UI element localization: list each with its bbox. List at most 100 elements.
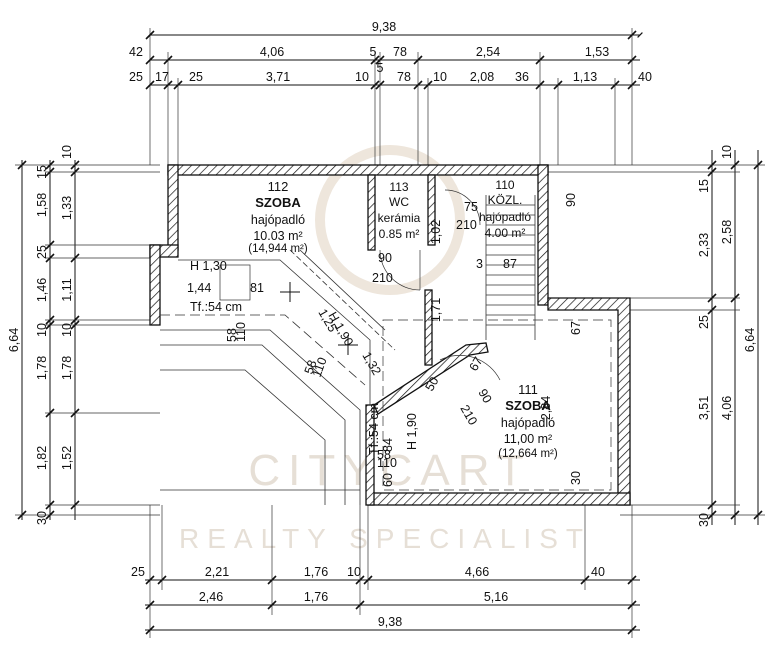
- dim-label: 75: [464, 200, 478, 214]
- dim-label: 67: [569, 321, 583, 335]
- room-110: 110 KÖZL. hajópadló 4.00 m²: [479, 178, 531, 240]
- dim-top-total: 9,38: [372, 20, 396, 34]
- dim-label: 10: [60, 145, 74, 159]
- dim-label: 1,46: [35, 278, 49, 302]
- room-number: 112: [268, 179, 289, 194]
- dim-label: 3,51: [697, 396, 711, 420]
- dim-label: 30: [35, 511, 49, 525]
- dim-left-total: 6,64: [7, 328, 21, 352]
- dim-label: 25: [189, 70, 203, 84]
- dim-label: Tf.:54 cm: [367, 403, 381, 455]
- dim-label: 40: [638, 70, 652, 84]
- dim-label: 78: [397, 70, 411, 84]
- dim-label: 4,66: [465, 565, 489, 579]
- right-dimensions: 6,64 10 2,58 25 4,06 30 15 2,33 3,51: [545, 145, 765, 527]
- room-name: WC: [389, 195, 409, 209]
- dim-label: 1,13: [573, 70, 597, 84]
- dim-label: 2,84: [539, 396, 553, 420]
- dim-label: 2,46: [199, 590, 223, 604]
- dim-label: 36: [515, 70, 529, 84]
- dim-label: 110: [310, 355, 330, 379]
- dim-label: 1,71: [429, 298, 443, 322]
- room-name: KÖZL.: [488, 193, 523, 207]
- dim-label: 1,32: [359, 350, 383, 378]
- dim-label: 87: [503, 257, 517, 271]
- dim-label: 10: [433, 70, 447, 84]
- room-area: 11,00 m²: [504, 432, 552, 446]
- dim-label: 1,76: [304, 565, 328, 579]
- watermark-brand: CITYCART: [248, 446, 531, 495]
- dim-label: 210: [372, 271, 393, 285]
- dim-label: H 1,90: [405, 413, 419, 450]
- interior-lines: [160, 189, 612, 505]
- dim-label: 67: [466, 354, 485, 373]
- dim-label: 1,78: [60, 356, 74, 380]
- dim-label: 2,58: [720, 220, 734, 244]
- room-area: 10.03 m²: [253, 229, 302, 243]
- dim-label: 42: [129, 45, 143, 59]
- dim-label: 2,54: [476, 45, 500, 59]
- room-113: 113 WC kerámia 0.85 m²: [378, 180, 421, 241]
- dim-label: 10: [347, 565, 361, 579]
- room-area: 0.85 m²: [379, 227, 420, 241]
- dim-label: 30: [697, 513, 711, 527]
- dim-bottom-total: 9,38: [378, 615, 402, 629]
- dim-label: 58: [225, 328, 239, 342]
- dim-label: 1,82: [35, 446, 49, 470]
- room-area: 4.00 m²: [485, 226, 526, 240]
- dim-label: 110: [377, 456, 397, 470]
- dim-label: 1,52: [60, 446, 74, 470]
- dim-label: 110: [234, 322, 248, 342]
- watermark-tagline: REALTY SPECIALIST: [179, 523, 591, 554]
- dim-label: 5,16: [484, 590, 508, 604]
- dim-label: 10: [355, 70, 369, 84]
- room-area-alt: (12,664 m²): [498, 448, 558, 460]
- dim-label: 25: [129, 70, 143, 84]
- dim-label: 10: [720, 145, 734, 159]
- dim-label: 1,53: [585, 45, 609, 59]
- top-dimensions: 9,38 42 4,06 5 78 2,54 1,53 25 17 25 3,7…: [129, 20, 652, 165]
- dim-label: 3: [476, 257, 483, 271]
- dim-label: 1,02: [429, 220, 443, 244]
- room-number: 110: [495, 178, 514, 192]
- room-area-alt: (14,944 m²): [248, 243, 308, 255]
- room-111: 111 SZOBA hajópadló 11,00 m² (12,664 m²): [498, 382, 558, 460]
- dim-label: 15: [35, 165, 49, 179]
- dim-label: 58: [302, 358, 320, 376]
- walls: [149, 164, 631, 506]
- dim-label: 90: [475, 387, 494, 406]
- dim-label: 90: [378, 251, 392, 265]
- room-floor: hajópadló: [479, 210, 531, 224]
- dim-label: Tf.:54 cm: [190, 300, 242, 314]
- dim-label: 2,08: [470, 70, 494, 84]
- room-number: 113: [389, 180, 408, 194]
- dim-label: 5: [370, 45, 377, 59]
- dim-label: 30: [569, 471, 583, 485]
- left-dimensions: 6,64 15 1,58 25 1,46 10 1,78 1,82 30 10 …: [7, 145, 160, 525]
- dim-label: 1,58: [35, 193, 49, 217]
- dim-label: 3,71: [266, 70, 290, 84]
- room-floor: hajópadló: [501, 416, 555, 430]
- bottom-dimensions: 25 2,21 1,76 10 4,66 40 2,46 1,76 5,16 9…: [131, 505, 640, 638]
- dim-label: 2,21: [205, 565, 229, 579]
- dim-label: 25: [697, 315, 711, 329]
- dim-label: 90: [564, 193, 578, 207]
- dim-label: 84: [381, 438, 395, 452]
- room-number: 111: [518, 382, 538, 397]
- room-floor: kerámia: [378, 211, 421, 225]
- dim-label: 81: [250, 281, 264, 295]
- room-name: SZOBA: [505, 398, 551, 413]
- dim-label: 1,44: [187, 281, 211, 295]
- dim-label: 17: [155, 70, 169, 84]
- dim-label: 1,11: [60, 278, 74, 301]
- dim-right-total: 6,64: [743, 328, 757, 352]
- dim-label: 10: [60, 323, 74, 337]
- room-name: SZOBA: [255, 195, 301, 210]
- dim-label: 60: [381, 473, 395, 487]
- dim-label: 78: [393, 45, 407, 59]
- dim-label: 25: [131, 565, 145, 579]
- dim-label: 5: [377, 61, 384, 75]
- dim-label: 210: [456, 218, 477, 232]
